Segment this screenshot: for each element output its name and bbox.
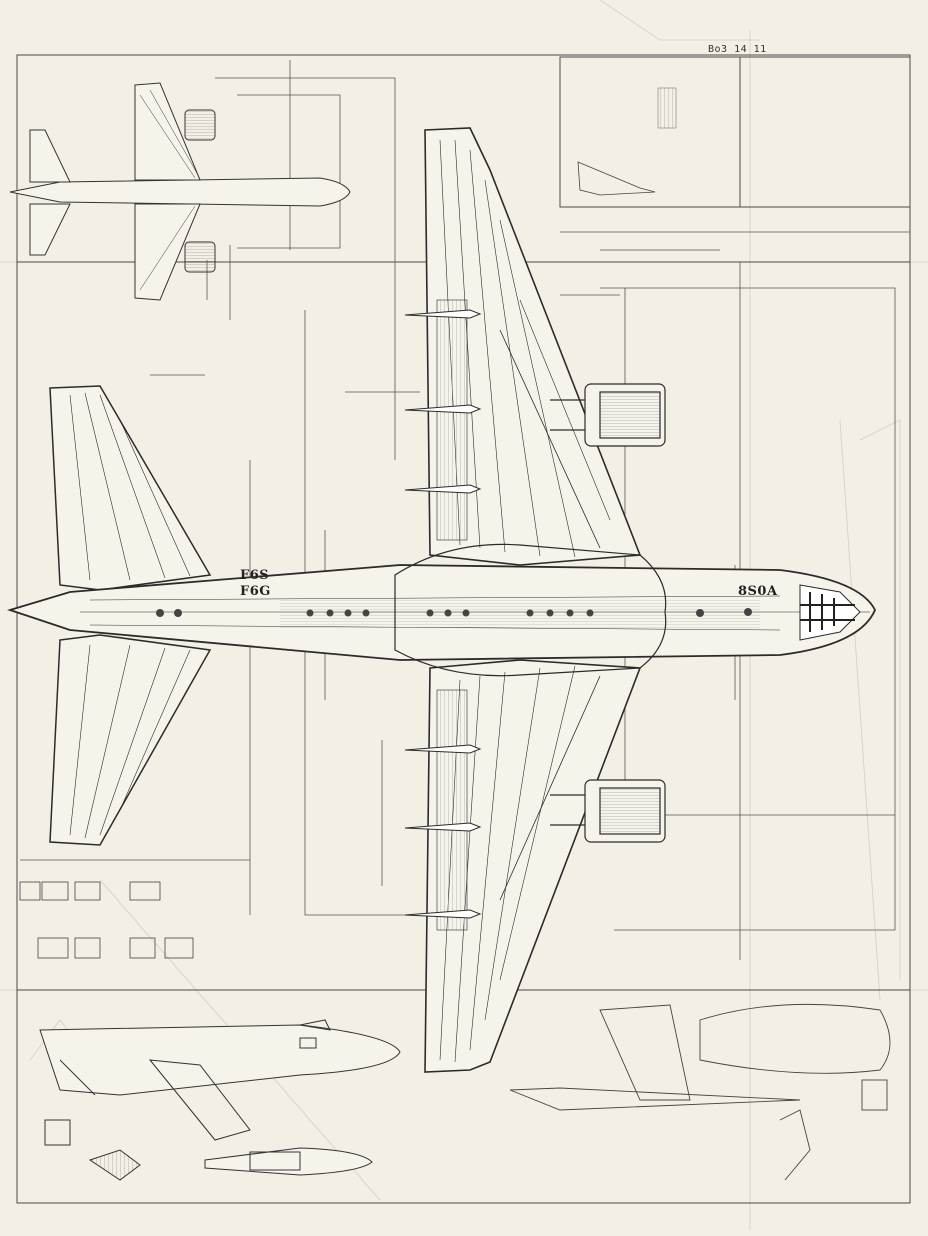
spec-table-panel [577, 87, 677, 196]
nose-mark: 8S0A [738, 584, 778, 599]
flap-track-fairings [404, 309, 482, 919]
legend-boxes [19, 881, 194, 959]
engine-upper [550, 383, 666, 447]
header-note: Bo3 14 11 [708, 44, 767, 55]
lower-stabilizer [49, 634, 212, 846]
engine-lower [550, 779, 666, 843]
upper-stabilizer [49, 385, 212, 591]
profile-detail-views [509, 1003, 891, 1181]
cabin-windows [156, 608, 752, 617]
small-aircraft-top-view [9, 82, 351, 301]
lower-wing-outline [424, 659, 642, 1073]
side-detail-views [39, 1019, 401, 1181]
cockpit-windows [799, 584, 861, 641]
leader-lines [20, 60, 910, 960]
fuselage-mark-bottom: F6G [240, 584, 271, 599]
main-aircraft-plan-view [7, 127, 876, 1073]
fuselage-mark-top: F6S [240, 568, 270, 583]
